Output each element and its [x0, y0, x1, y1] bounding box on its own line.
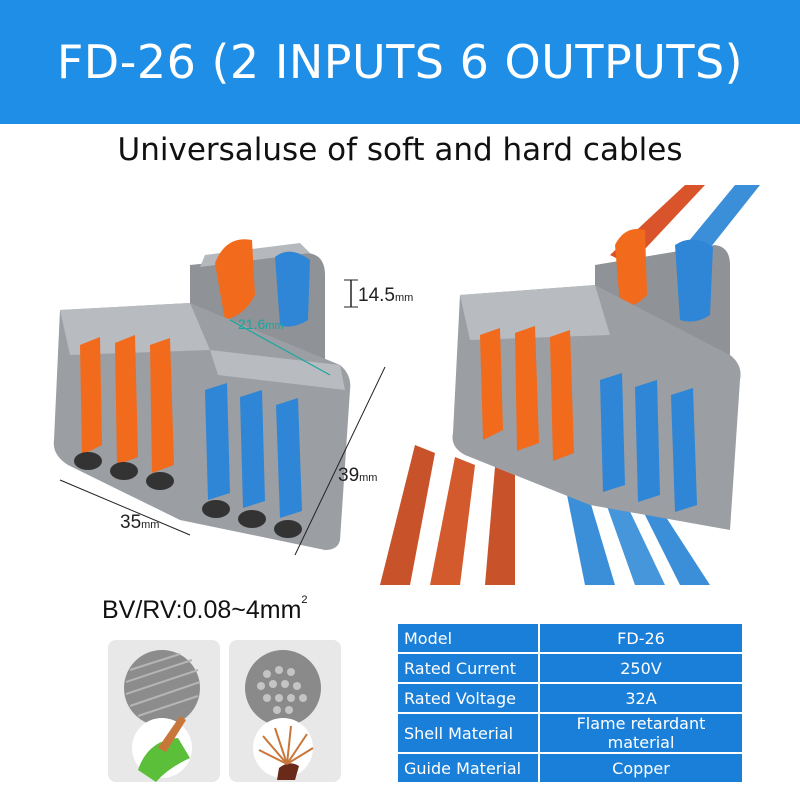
soft-wire-card [229, 640, 341, 782]
spec-label-rated-voltage: Rated Voltage [398, 684, 538, 712]
title-banner: FD-26 (2 INPUTS 6 OUTPUTS) [0, 0, 800, 124]
width-value: 35 [120, 512, 142, 533]
hard-wire-card [108, 640, 220, 782]
table-row: Rated Current 250V [398, 654, 742, 682]
solid-wire-icon [124, 650, 201, 782]
wire-spec-text: BV/RV:0.08~4mm [102, 596, 302, 624]
spec-value-shell-material: Flame retardant material [540, 714, 742, 752]
spec-value-rated-current: 250V [540, 654, 742, 682]
spec-value-guide-material: Copper [540, 754, 742, 782]
wire-spec-superscript: 2 [301, 594, 308, 606]
connector-with-cables-illustration [380, 185, 760, 585]
depth-value: 39 [338, 465, 360, 486]
height-dimension: 14.5mm [358, 285, 413, 307]
diagonal-unit: mm [265, 320, 284, 332]
height-value: 14.5 [358, 285, 395, 306]
table-row: Shell Material Flame retardant material [398, 714, 742, 752]
spec-label-shell-material: Shell Material [398, 714, 538, 752]
subtitle: Universaluse of soft and hard cables [117, 132, 683, 168]
diagonal-dimension: 21.6mm [238, 316, 284, 332]
spec-value-rated-voltage: 32A [540, 684, 742, 712]
page-title: FD-26 (2 INPUTS 6 OUTPUTS) [56, 35, 744, 89]
table-row: Model FD-26 [398, 624, 742, 652]
spec-label-guide-material: Guide Material [398, 754, 538, 782]
height-unit: mm [394, 292, 414, 304]
wire-spec-label: BV/RV:0.08~4mm2 [102, 594, 308, 625]
spec-label-rated-current: Rated Current [398, 654, 538, 682]
spec-value-model: FD-26 [540, 624, 742, 652]
width-unit: mm [141, 519, 160, 531]
depth-unit: mm [359, 472, 378, 484]
diagonal-value: 21.6 [238, 316, 266, 332]
depth-dimension: 39mm [338, 465, 377, 487]
connector-dimension-illustration [53, 239, 386, 556]
width-dimension: 35mm [120, 512, 159, 534]
spec-label-model: Model [398, 624, 538, 652]
spec-table: Model FD-26 Rated Current 250V Rated Vol… [396, 622, 744, 784]
table-row: Guide Material Copper [398, 754, 742, 782]
stranded-wire-icon [245, 650, 321, 780]
table-row: Rated Voltage 32A [398, 684, 742, 712]
